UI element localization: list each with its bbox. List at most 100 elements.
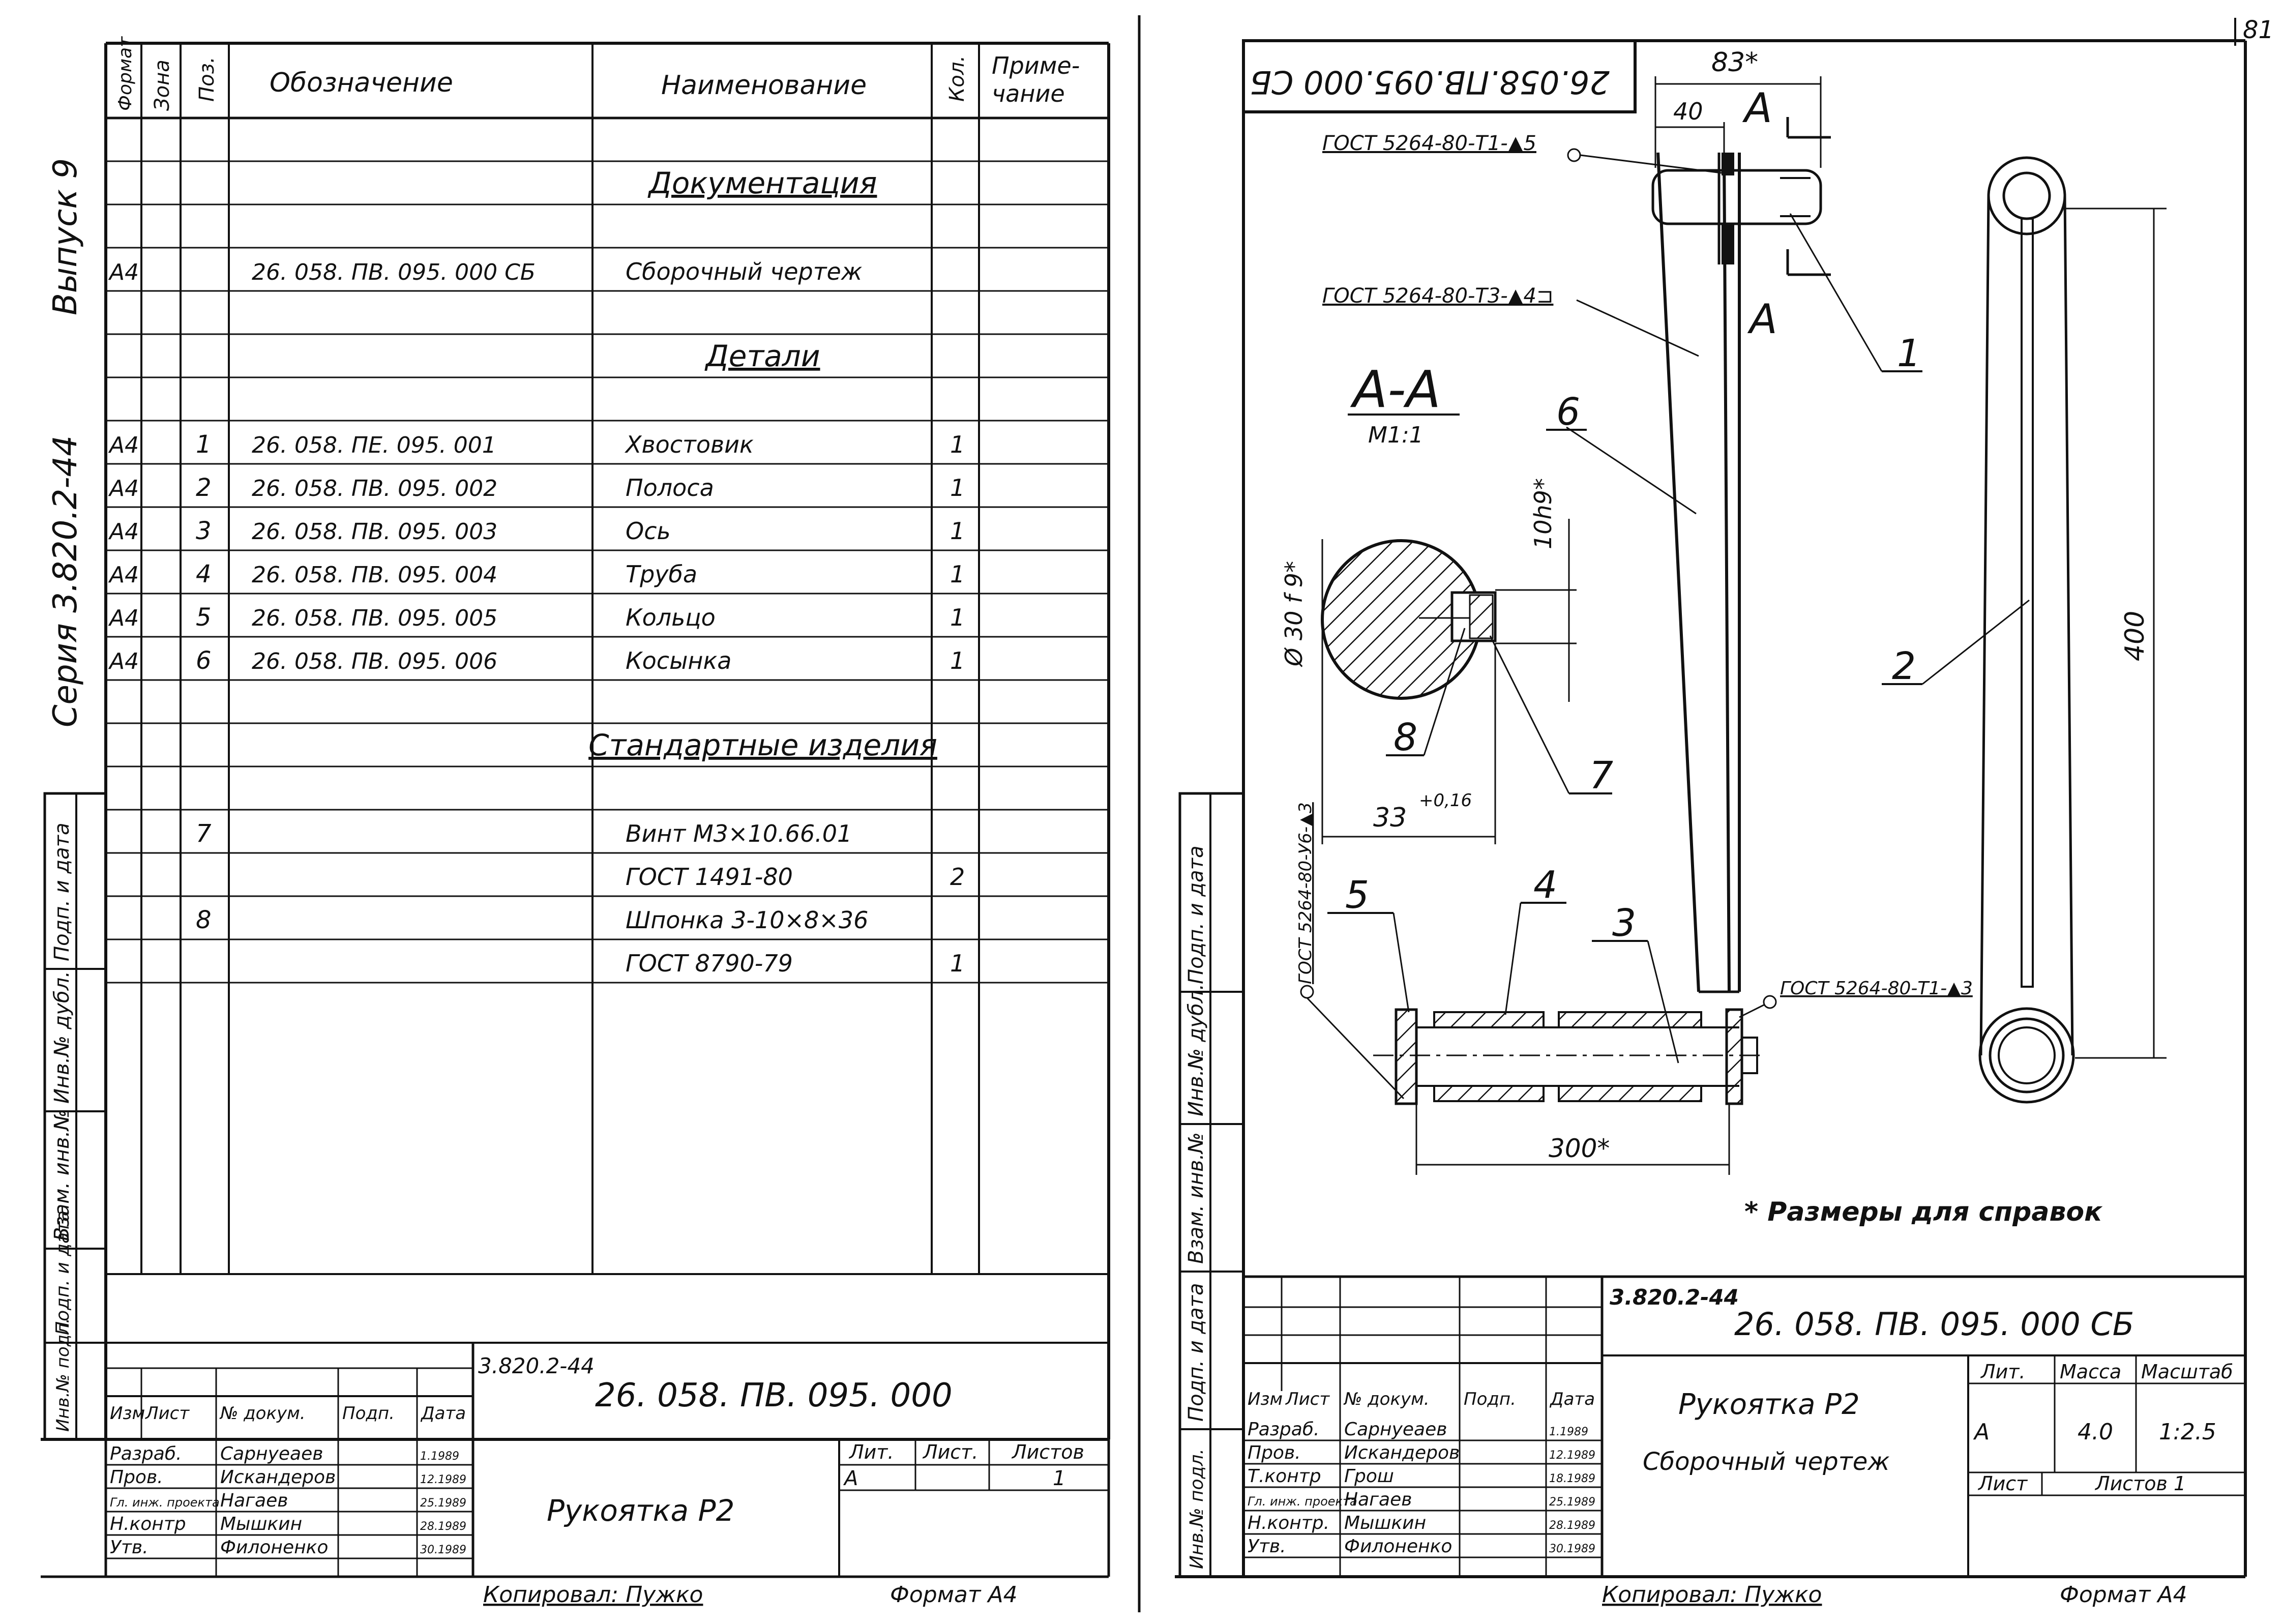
spec-section-title: Детали (704, 339, 820, 373)
dim-300: 300* (1549, 1134, 1610, 1163)
spec-name: Ось (626, 517, 671, 545)
position-3: 3 (1612, 901, 1636, 945)
header-qty: Кол. (945, 55, 969, 102)
spec-table-grid (106, 43, 1109, 1275)
weld-callout-3: ГОСТ 5264-80-У6-▲3 (1295, 802, 1316, 984)
right-tb-lit-value: А (1973, 1419, 1990, 1445)
axle-assembly: 300* 3 4 5 ГОСТ 5264-80-У6-▲3 ГОСТ 5264-… (1295, 802, 1973, 1175)
position-7: 7 (1589, 754, 1613, 798)
tb-person-name: Искандеров (1344, 1442, 1460, 1463)
spec-name: Винт М3×10.66.01 (626, 820, 852, 847)
spec-designation: 26. 058. ПВ. 095. 005 (252, 605, 497, 631)
tb-role: Гл. инж. проекта (110, 1495, 220, 1510)
spec-position: 1 (196, 430, 212, 459)
strip-front-view: 400 2 (1882, 156, 2167, 1104)
spec-position: 5 (196, 603, 212, 632)
left-format: Формат А4 (890, 1582, 1018, 1608)
tb-person-name: Грош (1344, 1466, 1394, 1487)
dim-33-tol: +0,16 (1419, 790, 1472, 811)
right-stamp-label-4: Подп. и дата (1184, 1283, 1208, 1422)
spec-name: ГОСТ 1491-80 (626, 863, 793, 891)
position-5: 5 (1345, 873, 1369, 917)
tb-role: Н.контр. (1248, 1513, 1329, 1533)
spec-format: А4 (108, 562, 139, 588)
tb-col-header: Лист (144, 1403, 190, 1424)
tb-role: Н.контр (110, 1514, 186, 1534)
spec-qty: 1 (950, 950, 965, 977)
tb-date: 1.1989 (420, 1450, 459, 1463)
top-stamp-text: 26.058.ПВ.095.000 СБ (1250, 64, 1610, 101)
left-tb-lit-label: Лит. (848, 1441, 894, 1463)
left-tb-series: 3.820.2-44 (478, 1353, 595, 1378)
spec-format: А4 (108, 476, 139, 501)
position-4: 4 (1533, 863, 1557, 907)
spec-qty: 1 (950, 517, 965, 545)
left-stamp-label-3: Взам. инв.№ (50, 1109, 74, 1241)
weld-callout-4: ГОСТ 5264-80-Т1-▲3 (1780, 978, 1973, 999)
header-pos: Поз. (195, 56, 219, 102)
right-tb-scale-value: 1:2.5 (2159, 1419, 2216, 1445)
spec-designation: 26. 058. ПВ. 095. 000 СБ (252, 259, 536, 285)
right-stamp-label-3: Взам. инв.№ (1184, 1132, 1208, 1264)
header-note-1: Приме- (992, 52, 1080, 79)
dim-83: 83* (1711, 47, 1758, 78)
tb-date: 12.1989 (420, 1473, 466, 1486)
right-tb-sheet-label: Лист (1977, 1472, 2028, 1495)
left-title-block: 3.820.2-44 26. 058. ПВ. 095. 000 Рукоятк… (41, 1342, 1110, 1578)
position-8: 8 (1393, 716, 1417, 759)
tb-person-name: Сарнуеаев (1344, 1419, 1447, 1440)
tb-col-header: Подп. (342, 1403, 395, 1424)
right-tb-designation: 26. 058. ПВ. 095. 000 СБ (1734, 1306, 2134, 1343)
tb-date: 25.1989 (420, 1497, 466, 1510)
weld-callout-2: ГОСТ 5264-80-Т3-▲4⊐ (1322, 284, 1553, 308)
right-side-stamp: Подп. и дата Инв.№ дубл. Взам. инв.№ Под… (1178, 792, 1245, 1578)
dim-33: 33 (1373, 803, 1407, 833)
tb-col-header: Подп. (1464, 1389, 1516, 1409)
spec-qty: 1 (950, 431, 965, 458)
tb-role: Пров. (110, 1467, 163, 1488)
spec-format: А4 (108, 519, 139, 545)
spec-section-title: Документация (647, 166, 877, 200)
right-format: Формат А4 (2060, 1582, 2187, 1608)
spec-qty: 2 (950, 863, 965, 891)
spec-position: 7 (196, 819, 212, 848)
tb-person-name: Искандеров (220, 1467, 336, 1488)
spec-table-header: Формат Зона Поз. Обозначение Наименовани… (115, 36, 1080, 111)
top-stamp: 26.058.ПВ.095.000 СБ (1242, 39, 1637, 113)
tb-date: 30.1989 (420, 1544, 466, 1556)
dim-400: 400 (2120, 611, 2150, 661)
position-1: 1 (1897, 332, 1921, 375)
spec-designation: 26. 058. ПВ. 095. 004 (252, 562, 497, 588)
series-vertical: Серия 3.820.2-44 (47, 435, 84, 727)
right-stamp-label-5: Инв.№ подл. (1187, 1449, 1207, 1569)
left-tb-lit-value: А (843, 1467, 858, 1490)
spec-designation: 26. 058. ПВ. 095. 003 (252, 519, 497, 545)
spec-name: Кольцо (626, 604, 716, 631)
cut-mark-top: А (1742, 84, 1772, 132)
right-tb-doc-type: Сборочный чертеж (1643, 1448, 1890, 1476)
position-6: 6 (1556, 390, 1580, 434)
tb-role: Пров. (1248, 1442, 1301, 1463)
left-tb-sheets-label: Листов (1011, 1441, 1084, 1463)
weld-callout-1: ГОСТ 5264-80-Т1-▲5 (1322, 132, 1536, 155)
tb-date: 28.1989 (420, 1520, 466, 1533)
tb-person-name: Нагаев (220, 1490, 288, 1511)
right-tb-scale-label: Масштаб (2141, 1361, 2233, 1383)
spec-name: Труба (626, 560, 697, 588)
spec-format: А4 (108, 259, 139, 285)
spec-format: А4 (108, 432, 139, 458)
left-sheet: Серия 3.820.2-44 Выпуск 9 Подп. и дата И… (41, 36, 1110, 1608)
right-tb-name: Рукоятка Р2 (1678, 1388, 1860, 1421)
section-scale: М1:1 (1368, 422, 1424, 448)
tb-person-name: Сарнуеаев (220, 1443, 323, 1464)
tb-date: 18.1989 (1549, 1472, 1595, 1485)
dim-30: Ø 30 f 9* (1280, 561, 1308, 667)
assembly-drawing: А А 83* 40 ГОСТ 5264-80-Т1-▲5 ГОСТ 5264-… (1280, 47, 2167, 1227)
left-stamp-label-1: Подп. и дата (50, 823, 74, 961)
section-a-a: А-А М1:1 Ø 30 f 9* 10h9* (1280, 360, 1613, 844)
header-designation: Обозначение (270, 68, 453, 98)
tb-col-header: Дата (420, 1403, 466, 1424)
tb-role: Гл. инж. проекта (1248, 1494, 1357, 1509)
